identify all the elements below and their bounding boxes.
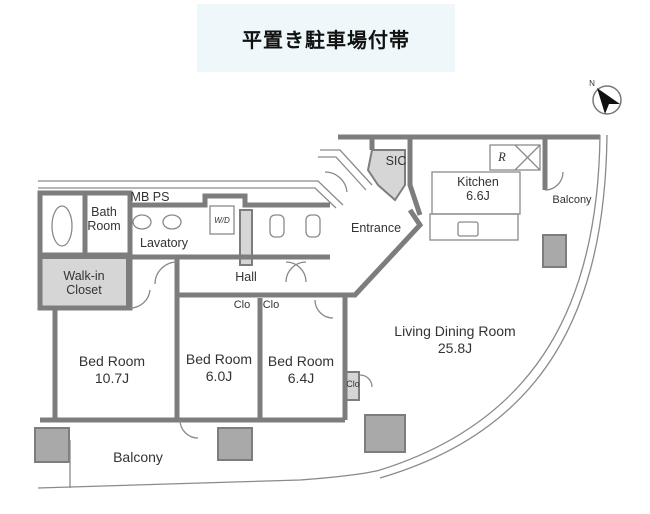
label-kitchen: Kitchen (457, 175, 499, 189)
label-bed-room-1: Bed Room (79, 353, 145, 369)
label-walk-in: Walk-in (63, 269, 104, 283)
label-living-dining-room: Living Dining Room (394, 323, 515, 339)
label-kitchen-size: 6.6J (466, 189, 490, 203)
label-balcony-bottom: Balcony (113, 449, 163, 465)
walls (37, 134, 608, 489)
banner-title: 平置き駐車場付帯 (242, 27, 410, 52)
parking-banner: 平置き駐車場付帯 (197, 4, 455, 72)
label-entrance: Entrance (351, 221, 401, 235)
label-bath-room-2: Room (87, 219, 120, 233)
pillar (364, 414, 406, 453)
label-bed-room-3: Bed Room (268, 353, 334, 369)
label-bed-room-1-size: 10.7J (95, 370, 129, 386)
label-washer-dryer: W/D (214, 216, 230, 225)
storage-fill (239, 209, 253, 266)
sic-fill (366, 149, 406, 202)
label-bed-room-2: Bed Room (186, 351, 252, 367)
pillar (217, 427, 253, 461)
label-bath-room: Bath (91, 205, 117, 219)
label-mb-ps: MB PS (131, 190, 170, 204)
compass-north-label: N (589, 79, 595, 88)
label-closet-2: Clo (263, 299, 280, 311)
corridor-line (38, 180, 344, 209)
label-balcony-right: Balcony (552, 194, 592, 206)
compass-icon: N (589, 79, 622, 115)
label-lavatory: Lavatory (140, 236, 189, 250)
label-bed-room-3-size: 6.4J (288, 370, 314, 386)
label-closet-3: Clo (346, 379, 360, 389)
label-closet: Closet (66, 283, 102, 297)
pillar (542, 234, 567, 268)
label-living-size: 25.8J (438, 340, 472, 356)
corridor-line (318, 149, 373, 191)
label-sic: SIC (386, 154, 407, 168)
label-bed-room-2-size: 6.0J (206, 368, 232, 384)
pillar (34, 427, 70, 463)
label-refrigerator: R (497, 150, 506, 164)
label-closet-1: Clo (234, 299, 251, 311)
label-hall: Hall (235, 270, 257, 284)
